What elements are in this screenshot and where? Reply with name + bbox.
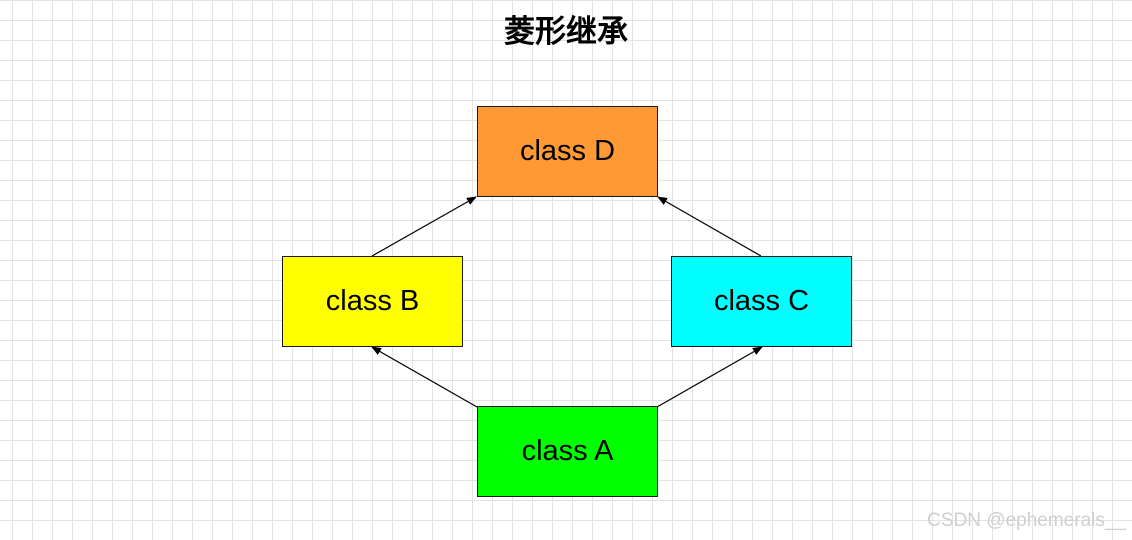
edge-a-to-b xyxy=(371,346,478,408)
edge-b-to-d xyxy=(371,196,477,257)
class-a-label: class A xyxy=(521,435,614,467)
diagram-title: 菱形继承 xyxy=(504,14,628,50)
class-b-node[interactable]: class B xyxy=(282,256,463,347)
class-b-label: class B xyxy=(325,285,420,317)
edge-c-to-d xyxy=(657,196,762,257)
watermark: CSDN @ephemerals__ xyxy=(927,510,1126,531)
class-d-label: class D xyxy=(519,135,616,167)
class-d-node[interactable]: class D xyxy=(477,106,658,197)
class-c-node[interactable]: class C xyxy=(671,256,852,347)
edge-a-to-c xyxy=(656,346,763,408)
class-c-label: class C xyxy=(713,285,810,317)
class-a-node[interactable]: class A xyxy=(477,406,658,497)
